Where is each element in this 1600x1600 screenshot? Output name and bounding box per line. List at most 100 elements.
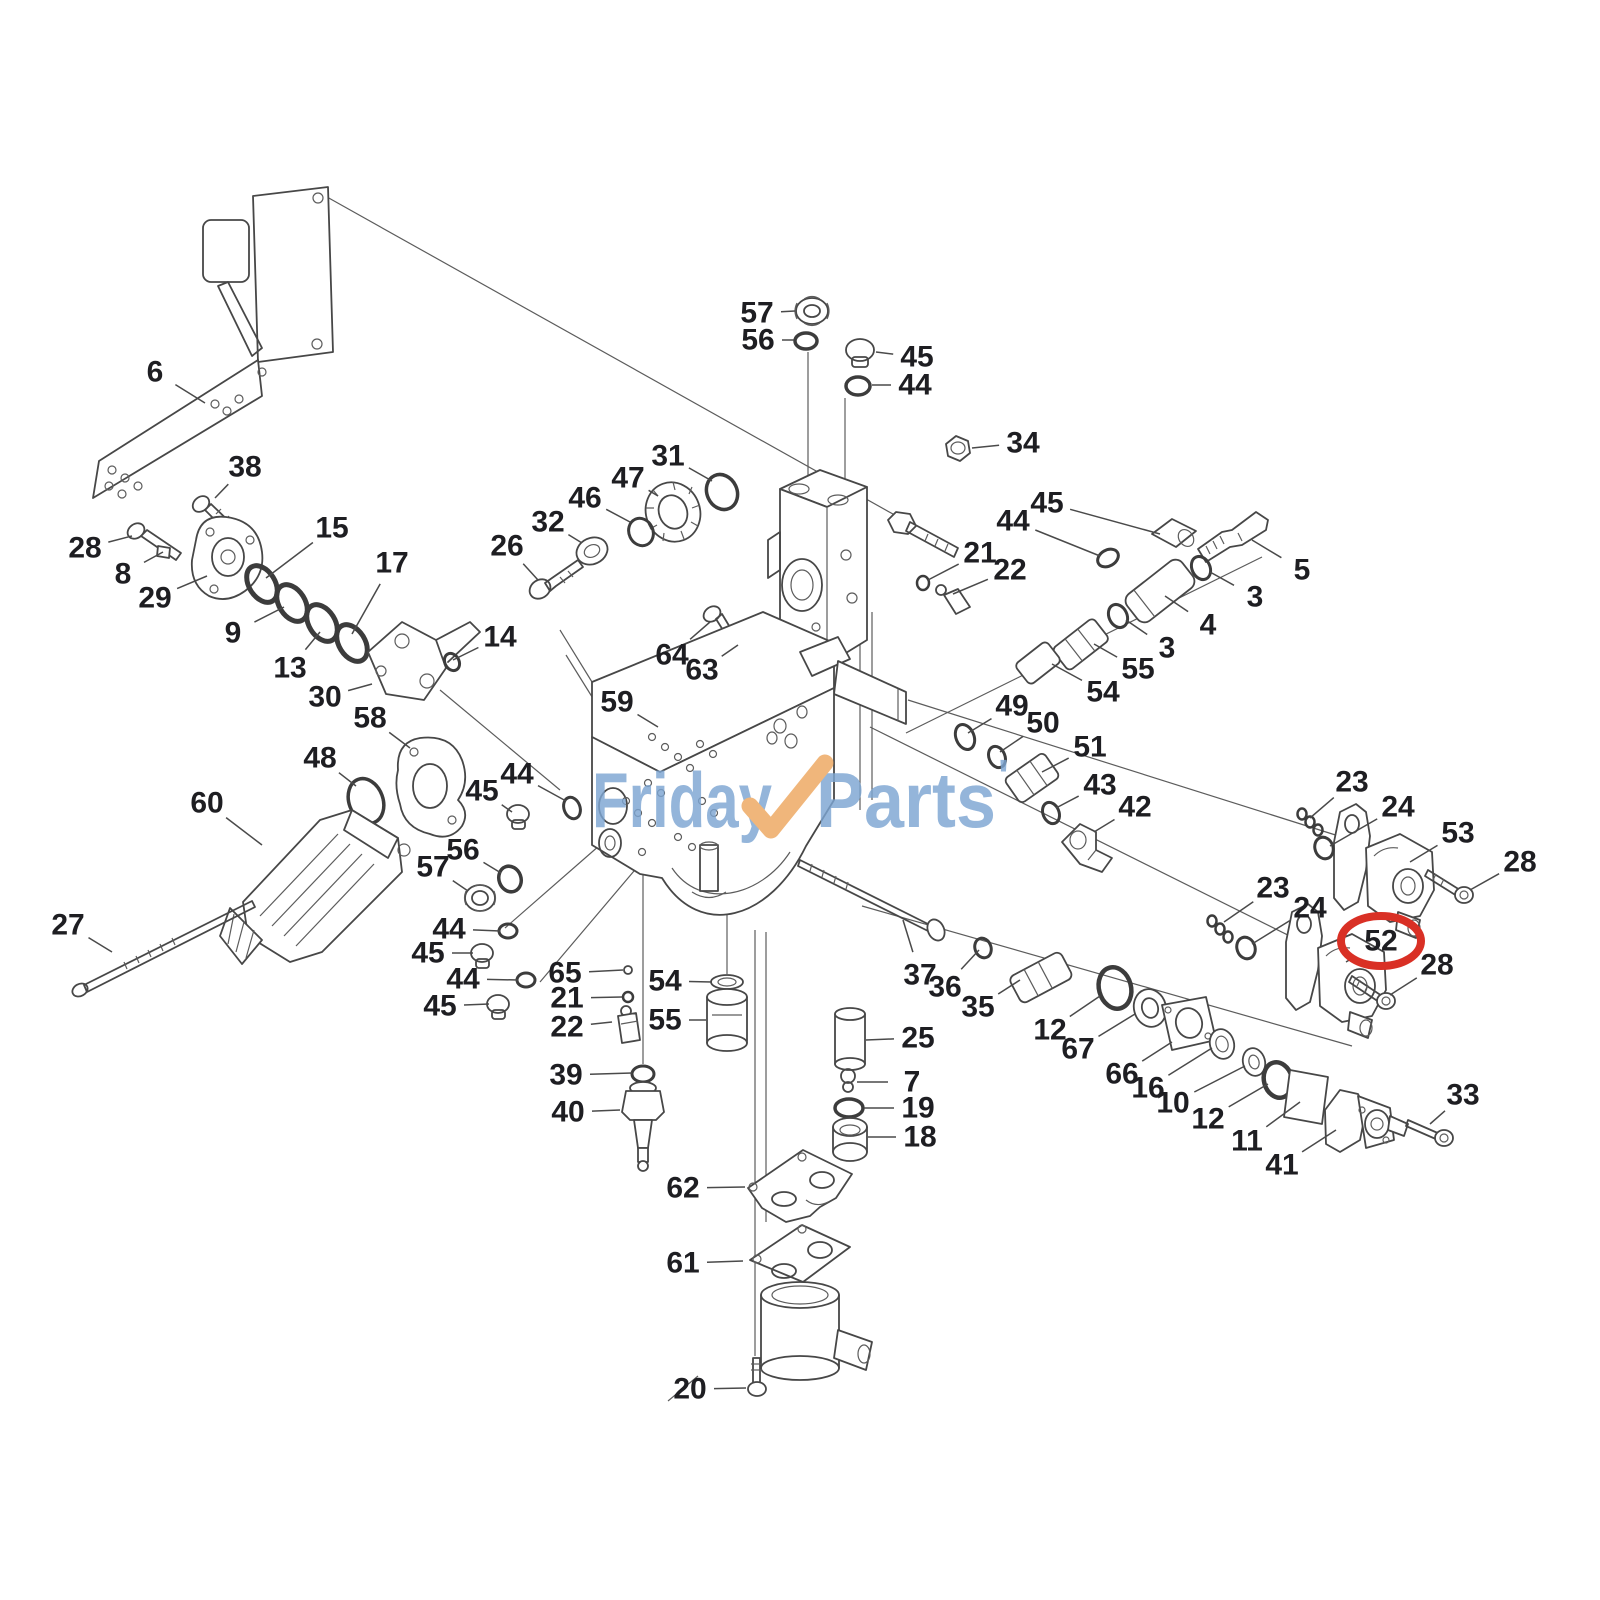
- leader-line-44: [1035, 529, 1101, 557]
- leader-line-53: [1409, 844, 1438, 863]
- part-fitting-54-right: [1015, 641, 1061, 685]
- part-label-24: 24: [1293, 892, 1327, 925]
- leader-line-22: [952, 578, 989, 595]
- part-label-36: 36: [928, 971, 961, 1004]
- part-filter-61: [749, 1224, 873, 1381]
- part-washer-10: [1241, 1047, 1267, 1077]
- part-label-37: 37: [903, 959, 936, 992]
- part-label-40: 40: [551, 1096, 584, 1129]
- part-label-21: 21: [550, 982, 583, 1015]
- part-label-35: 35: [961, 991, 994, 1024]
- part-label-59: 59: [600, 686, 633, 719]
- leader-line-12: [1228, 1083, 1269, 1108]
- part-plug-45-l2: [470, 943, 494, 969]
- part-bolt-20: [747, 1357, 767, 1397]
- part-label-56: 56: [446, 834, 479, 867]
- part-label-44: 44: [446, 963, 480, 996]
- part-label-31: 31: [651, 440, 684, 473]
- part-plug-57-top: [794, 295, 830, 327]
- part-label-44: 44: [432, 913, 466, 946]
- part-bushing-25: [834, 1007, 866, 1071]
- leader-line-63: [721, 644, 739, 657]
- part-label-67: 67: [1061, 1033, 1094, 1066]
- leader-line-54: [688, 980, 713, 983]
- part-plug-45-right: [1151, 518, 1197, 548]
- watermark: Friday Parts ': [592, 750, 1009, 844]
- part-label-11: 11: [1231, 1125, 1263, 1158]
- part-label-33: 33: [1446, 1079, 1479, 1112]
- part-valve-22-top: [935, 584, 971, 615]
- part-ring-46: [627, 516, 655, 548]
- part-label-45: 45: [423, 990, 456, 1023]
- part-washer-32: [575, 536, 609, 566]
- leader-line-67: [1098, 1013, 1136, 1038]
- highlight-circle-52: [1337, 912, 1425, 970]
- part-oring-50: [987, 744, 1007, 770]
- leader-line-15: [265, 541, 314, 579]
- leader-line-42: [1093, 818, 1115, 833]
- part-oring-3-upper: [1189, 554, 1213, 582]
- part-label-63: 63: [685, 654, 718, 687]
- leader-line-56: [483, 861, 502, 874]
- leader-line-37: [902, 919, 914, 953]
- part-label-22: 22: [550, 1011, 583, 1044]
- part-label-62: 62: [666, 1172, 699, 1205]
- leader-line-65: [588, 969, 624, 973]
- part-gear-47: [644, 481, 702, 543]
- leader-line-23: [1223, 901, 1254, 923]
- part-label-64: 64: [655, 639, 689, 672]
- part-label-21: 21: [963, 537, 996, 570]
- part-oring-44-l3: [515, 971, 537, 989]
- part-oring-17: [334, 622, 370, 664]
- part-label-56: 56: [741, 324, 774, 357]
- part-oring-56-top: [793, 331, 819, 351]
- leader-line-45: [875, 351, 894, 355]
- part-bolt-top-right: [887, 511, 959, 558]
- part-elbow-42: [1061, 823, 1113, 873]
- part-bolt-28-upper-right: [1424, 869, 1474, 904]
- part-label-23: 23: [1335, 766, 1368, 799]
- leader-line-28: [1469, 873, 1500, 891]
- leader-line-64: [689, 621, 711, 640]
- part-grommet-67: [1132, 988, 1168, 1028]
- part-oring-39: [630, 1064, 656, 1084]
- leader-line-30: [347, 683, 373, 692]
- part-plug-55-right: [1052, 618, 1109, 671]
- part-sleeve-4: [1124, 558, 1196, 624]
- part-label-7: 7: [904, 1066, 921, 1099]
- part-label-46: 46: [568, 482, 601, 515]
- leader-line-3: [1209, 571, 1235, 586]
- leader-line-21: [590, 996, 623, 999]
- part-plug-34: [945, 435, 971, 462]
- leader-line-61: [706, 1260, 744, 1263]
- part-oring-31: [704, 472, 740, 512]
- part-sensor-40: [621, 1081, 665, 1172]
- part-plug-45-l1: [506, 804, 530, 830]
- part-label-52-highlighted: 52: [1364, 925, 1397, 958]
- part-oring-49: [953, 722, 977, 752]
- part-pump-53: [1333, 803, 1435, 939]
- part-pump-60: [219, 809, 411, 965]
- part-orings-23-lower: [1206, 914, 1234, 944]
- part-label-44: 44: [500, 758, 534, 791]
- part-label-16: 16: [1131, 1072, 1164, 1105]
- leader-line-44: [472, 929, 501, 932]
- leader-line-10: [1193, 1065, 1246, 1093]
- part-label-28: 28: [1503, 846, 1536, 879]
- part-bolt-28-lower-right: [1348, 975, 1396, 1010]
- part-label-49: 49: [995, 690, 1028, 723]
- leader-line-36: [960, 949, 980, 970]
- part-oring-44-l1: [562, 795, 582, 821]
- part-oring-14: [442, 651, 462, 673]
- leader-line-23: [1309, 797, 1335, 819]
- leader-line-57: [452, 879, 469, 892]
- part-label-45: 45: [465, 775, 498, 808]
- part-gasket-58: [395, 736, 467, 838]
- leader-line-46: [605, 508, 631, 523]
- leader-line-39: [589, 1072, 633, 1076]
- leader-line-5: [1251, 539, 1282, 559]
- leader-line-48: [338, 772, 357, 787]
- part-label-14: 14: [483, 621, 517, 654]
- part-label-27: 27: [51, 909, 84, 942]
- part-label-28: 28: [1420, 949, 1453, 982]
